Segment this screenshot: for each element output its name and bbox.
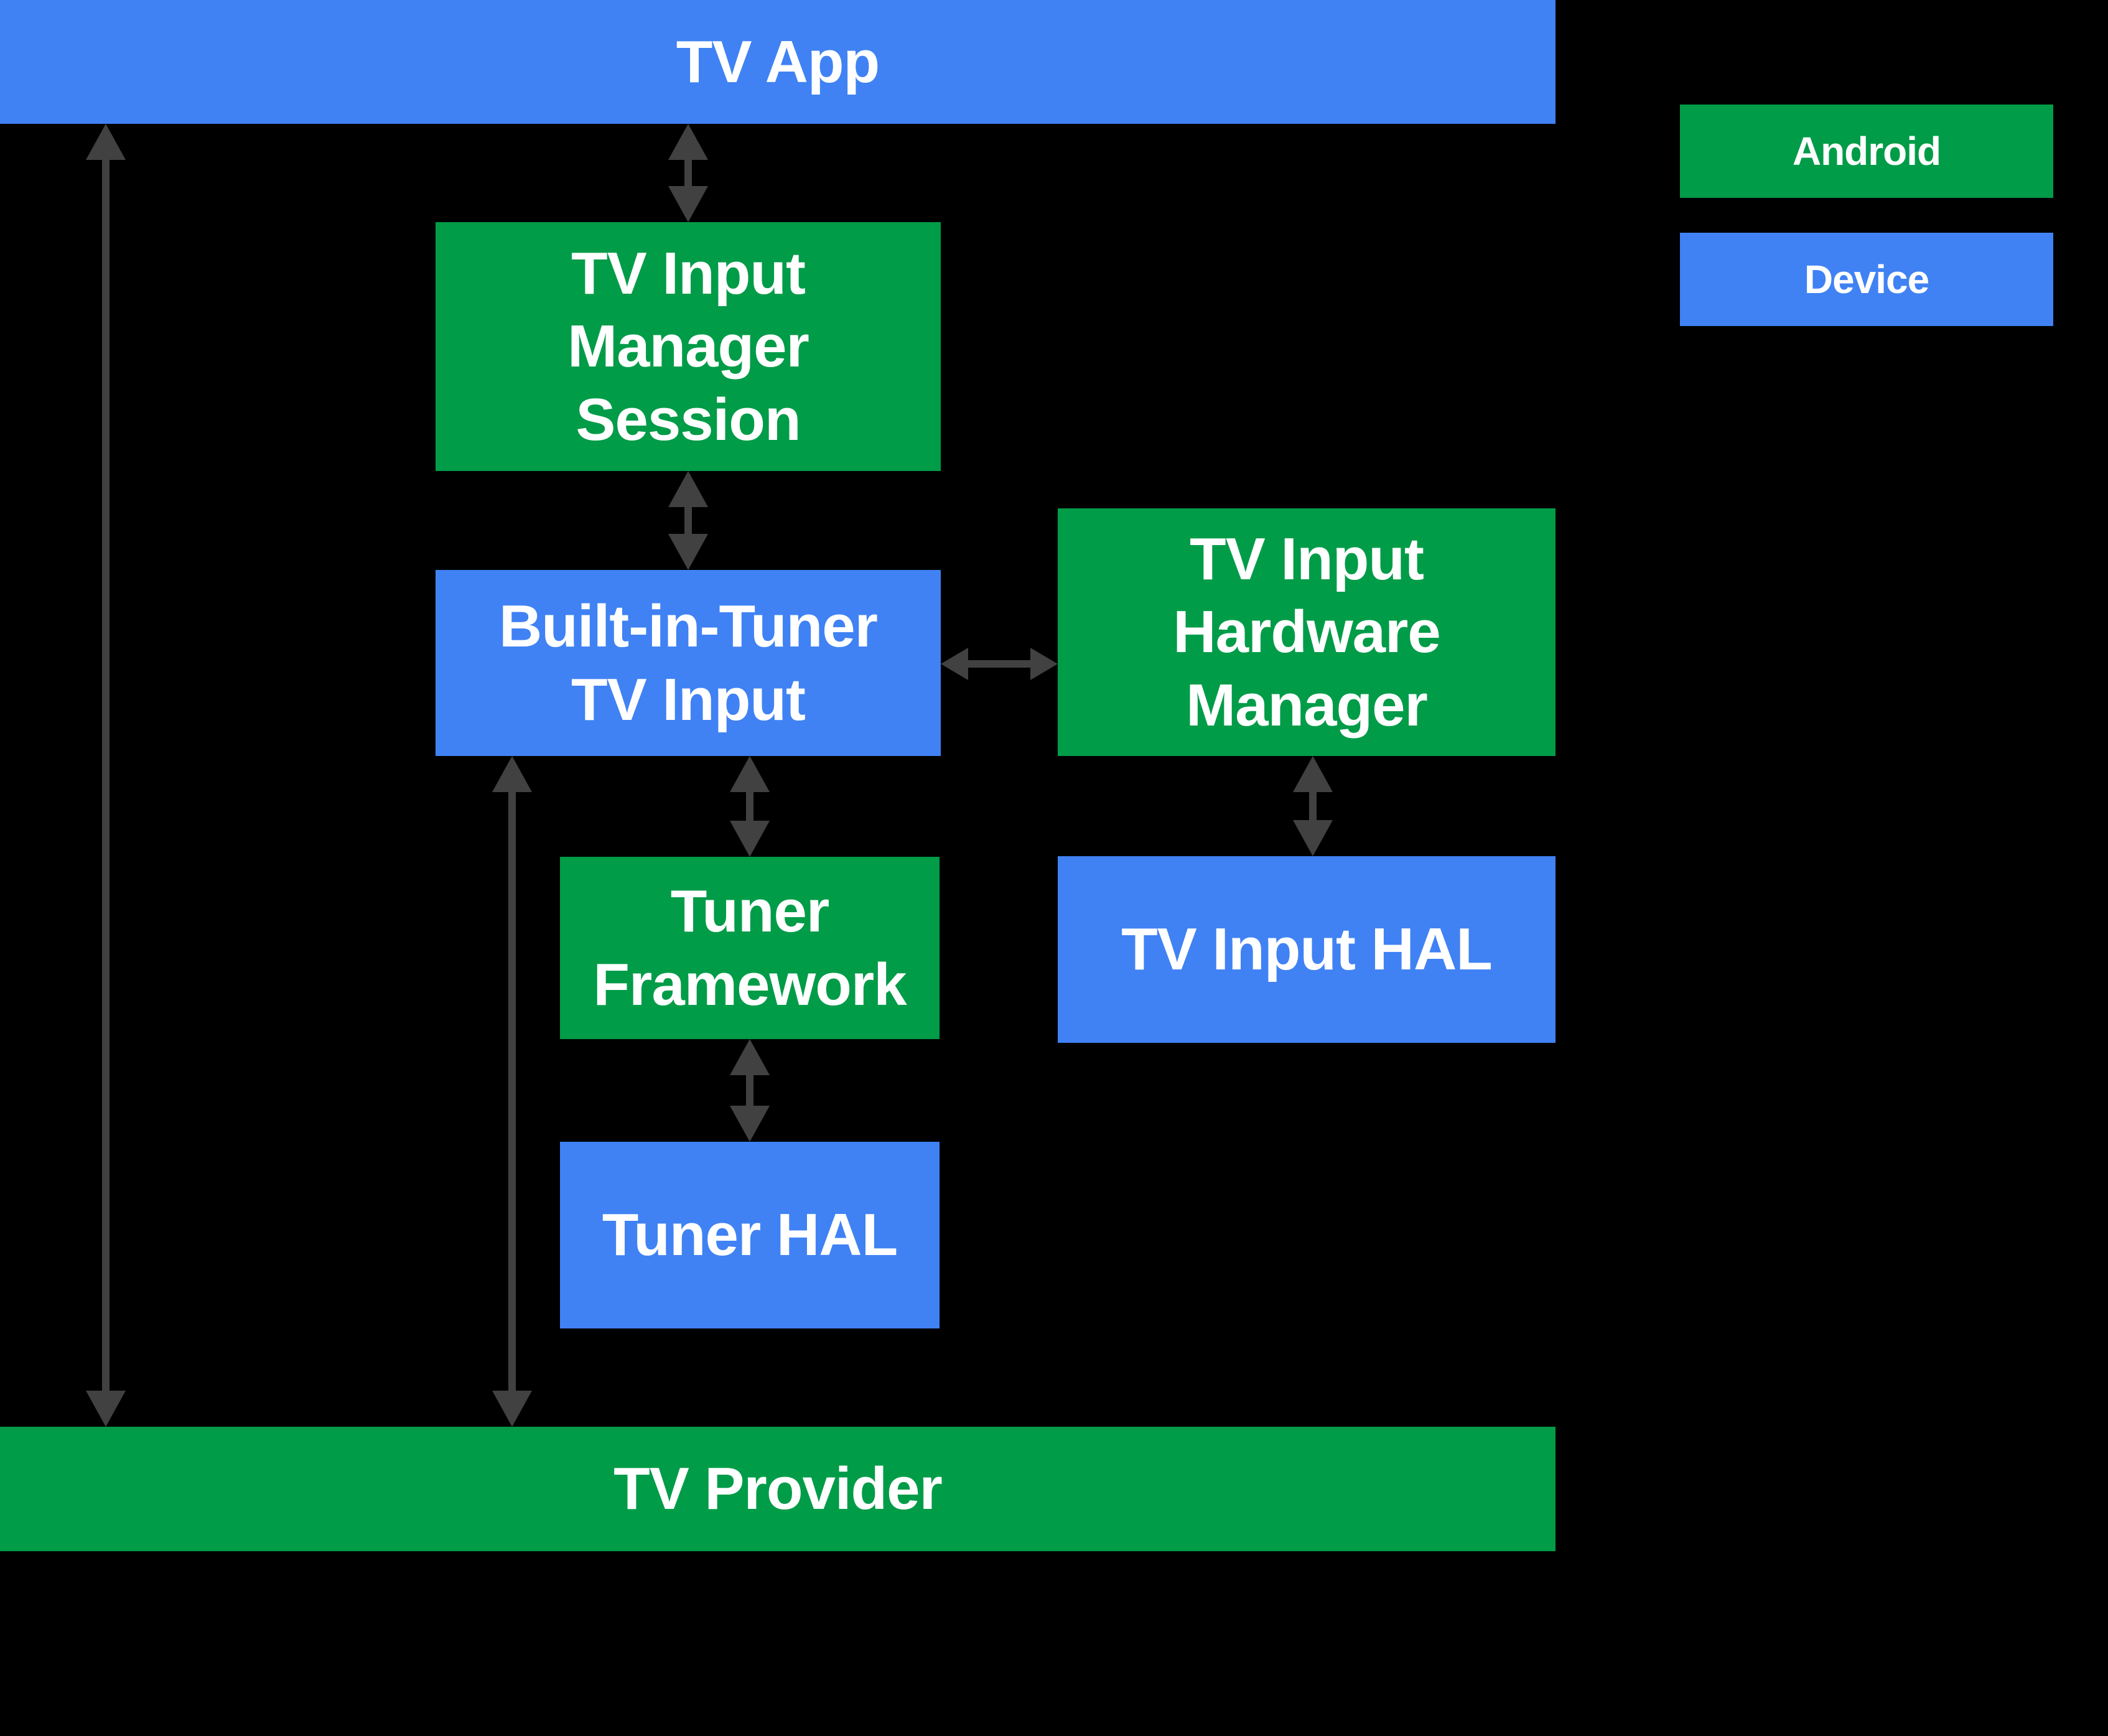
arrow-shaft [1309, 783, 1317, 829]
arrow-head-down [730, 1106, 770, 1142]
arrow-tunerframework-tunerhal [730, 1039, 770, 1142]
node-tuner-framework-label: Tuner Framework [593, 878, 907, 1018]
arrow-tvihm-tvinputhal [1293, 756, 1333, 856]
arrow-tvapp-tvims [668, 124, 708, 222]
arrow-shaft [684, 151, 692, 195]
arrow-head-down [730, 821, 770, 857]
node-built-in-tuner-tv-input: Built-in-Tuner TV Input [436, 570, 941, 756]
arrow-shaft [684, 498, 692, 543]
node-tv-input-manager-session-label: TV Input Manager Session [567, 240, 809, 453]
arrow-shaft [963, 660, 1035, 668]
arrow-head-down [86, 1391, 126, 1427]
legend-device-label: Device [1804, 256, 1929, 302]
arrow-tvapp-tvprovider [86, 124, 126, 1427]
arrow-shaft [746, 1066, 753, 1114]
arrow-shaft [746, 783, 753, 829]
node-tv-input-hal-label: TV Input HAL [1121, 916, 1493, 983]
arrow-head-down [668, 534, 708, 570]
arrow-shaft [508, 783, 516, 1399]
arrow-head-right [1030, 648, 1058, 680]
arrow-builtintuner-tvprovider [492, 756, 532, 1427]
node-tuner-hal-label: Tuner HAL [602, 1202, 898, 1269]
node-tv-app: TV App [0, 0, 1555, 124]
arrow-tvims-builtintuner [668, 471, 708, 570]
node-tv-input-hal: TV Input HAL [1058, 856, 1555, 1043]
node-tv-provider-label: TV Provider [613, 1455, 943, 1523]
legend-android: Android [1680, 105, 2053, 198]
node-tv-input-manager-session: TV Input Manager Session [436, 222, 941, 471]
arrow-shaft [102, 151, 110, 1399]
node-tv-provider: TV Provider [0, 1427, 1555, 1551]
legend-android-label: Android [1792, 128, 1941, 174]
node-tuner-framework: Tuner Framework [560, 857, 940, 1039]
node-tv-app-label: TV App [676, 28, 880, 95]
arrow-head-down [492, 1391, 532, 1427]
arrow-builtintuner-tunerframework [730, 756, 770, 857]
arrow-builtintuner-tvihm [941, 648, 1058, 680]
node-tv-input-hardware-manager-label: TV Input Hardware Manager [1173, 526, 1441, 739]
node-tuner-hal: Tuner HAL [560, 1142, 940, 1328]
node-built-in-tuner-tv-input-label: Built-in-Tuner TV Input [498, 593, 878, 733]
arrow-head-down [668, 186, 708, 222]
legend-device: Device [1680, 233, 2053, 326]
arrow-head-down [1293, 820, 1333, 856]
node-tv-input-hardware-manager: TV Input Hardware Manager [1058, 508, 1555, 756]
